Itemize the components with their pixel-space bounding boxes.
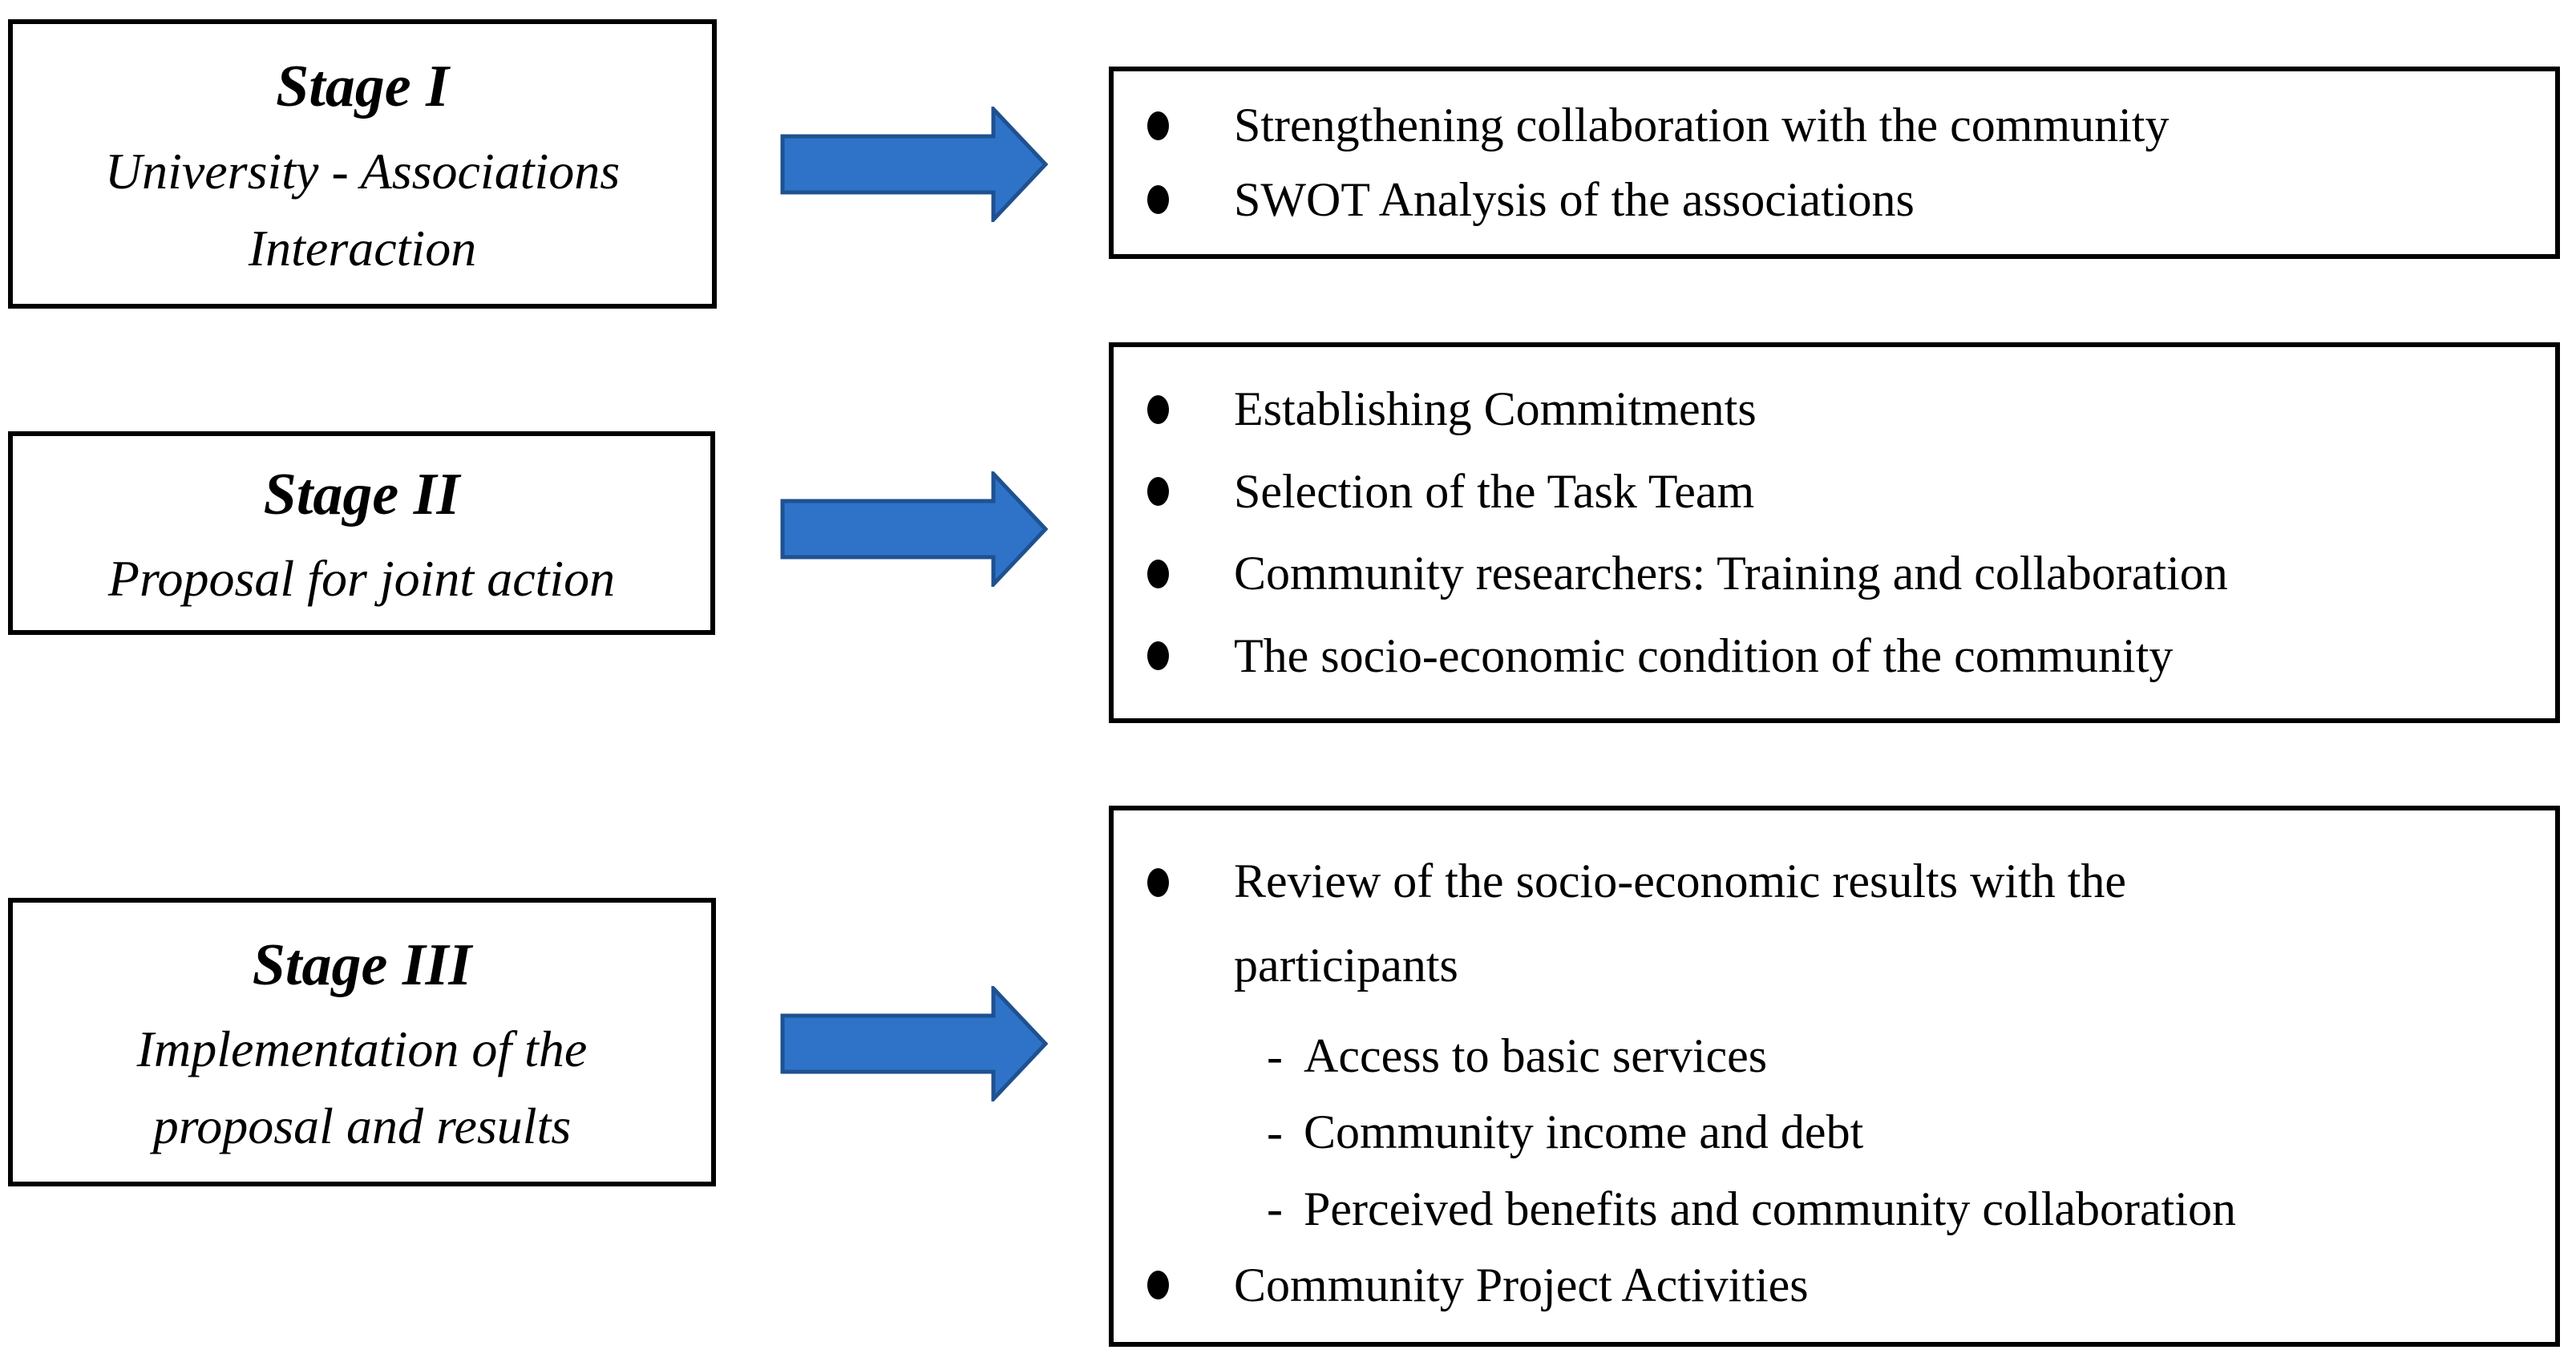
stage-3-subtitle-line-2: proposal and results (152, 1097, 572, 1155)
dash-marker: - (1267, 1182, 1283, 1235)
bullet-icon (1147, 394, 1169, 424)
stage-3-subtitle-line-1: Implementation of the (136, 1020, 588, 1078)
list-item: The socio-economic condition of the comm… (1114, 628, 2531, 684)
sub-list-item: - Community income and debt (1114, 1105, 2531, 1160)
bullet-icon (1147, 111, 1169, 140)
arrow-shape (780, 471, 1048, 587)
arrow-shape (780, 107, 1048, 222)
stage-3-outputs-box: Review of the socio-economic results wit… (1109, 806, 2560, 1347)
sub-list-item: - Perceived benefits and community colla… (1114, 1182, 2531, 1237)
list-item: Community researchers: Training and coll… (1114, 546, 2531, 601)
stage-1-subtitle-line-1: University - Associations (104, 142, 621, 200)
bullet-icon (1147, 868, 1169, 898)
stage-3-arrow-right-icon (780, 986, 1048, 1101)
stage-2-title: Stage II (263, 461, 460, 527)
list-item: Review of the socio-economic results wit… (1114, 839, 2531, 1008)
sub-list-item-text: Perceived benefits and community collabo… (1304, 1182, 2236, 1235)
list-item: Selection of the Task Team (1114, 464, 2531, 519)
bullet-icon (1147, 185, 1169, 215)
stage-1-box: Stage I University - Associations Intera… (8, 19, 717, 309)
list-item-text: Selection of the Task Team (1234, 464, 1755, 518)
sub-list-item-text: Community income and debt (1304, 1105, 1864, 1159)
list-item-text: The socio-economic condition of the comm… (1234, 628, 2174, 682)
list-item-text: Community Project Activities (1234, 1258, 1809, 1311)
stage-2-box: Stage II Proposal for joint action (8, 431, 715, 635)
list-item-text: Community researchers: Training and coll… (1234, 547, 2228, 600)
stage-1-title: Stage I (276, 54, 449, 120)
stage-1-arrow-right-icon (780, 107, 1048, 222)
stage-3-title: Stage III (252, 932, 472, 998)
bullet-icon (1147, 641, 1169, 671)
arrow-shape (780, 986, 1048, 1101)
dash-marker: - (1267, 1105, 1283, 1159)
sub-list-item: - Access to basic services (1114, 1029, 2531, 1084)
list-item: SWOT Analysis of the associations (1114, 172, 2531, 228)
bullet-icon (1147, 1271, 1169, 1300)
list-item: Establishing Commitments (1114, 382, 2531, 437)
bullet-icon (1147, 559, 1169, 588)
list-item: Community Project Activities (1114, 1258, 2531, 1313)
sub-list-item-text: Access to basic services (1304, 1029, 1768, 1083)
stage-2-arrow-right-icon (780, 471, 1048, 587)
list-item-text: SWOT Analysis of the associations (1234, 172, 1915, 226)
stage-1-outputs-box: Strengthening collaboration with the com… (1109, 67, 2560, 259)
stage-2-subtitle-line-1: Proposal for joint action (107, 550, 616, 608)
list-item-text: Review of the socio-economic results wit… (1234, 855, 2127, 992)
list-item-text: Establishing Commitments (1234, 382, 1757, 436)
stage-3-box: Stage III Implementation of the proposal… (8, 898, 716, 1186)
dash-marker: - (1267, 1029, 1283, 1083)
list-item-text: Strengthening collaboration with the com… (1234, 99, 2170, 152)
stage-2-outputs-box: Establishing Commitments Selection of th… (1109, 342, 2560, 723)
stage-1-subtitle-line-2: Interaction (248, 219, 477, 277)
bullet-icon (1147, 477, 1169, 507)
list-item: Strengthening collaboration with the com… (1114, 98, 2531, 153)
